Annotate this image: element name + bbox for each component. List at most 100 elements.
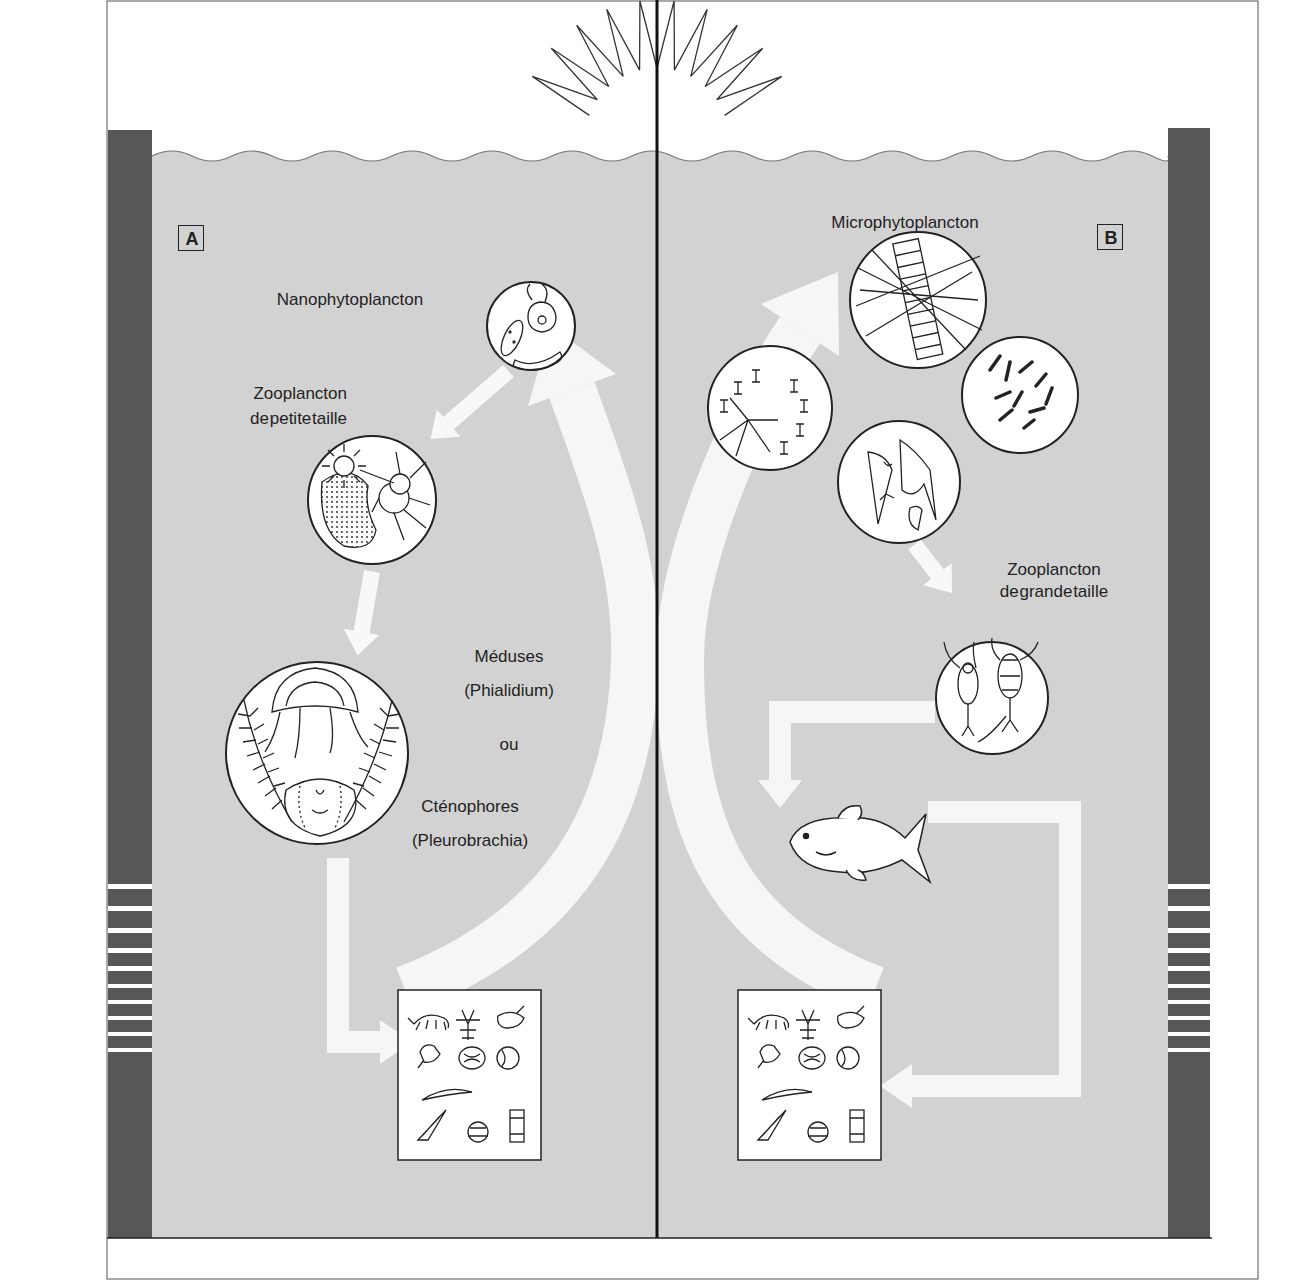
flow-arrow-head [758,780,802,808]
depth-bar [108,984,152,988]
large-zooplankton-drawing [944,638,1038,742]
food-chain-arrow [344,570,380,655]
recycling-arrow [680,330,875,990]
node-label: Zooplancton de grande taille [998,559,1110,603]
fish [846,870,866,880]
jellyfish-drawing [238,708,285,809]
depth-bar [1168,1016,1210,1020]
microphytoplankton-drawing [720,239,1052,530]
jellyfish-drawing [299,786,341,830]
water [152,151,1169,1238]
depth-bar [108,906,152,911]
small-zooplankton-drawing [321,444,430,547]
node-label: ou [453,734,565,756]
microphytoplankton-circle [708,346,832,470]
large-zooplankton-drawing [1000,660,1020,690]
depth-bar [108,1048,152,1052]
depth-bar [108,948,152,953]
panel-letter: A [179,226,205,252]
fish [790,814,930,882]
flow-arrow [338,858,382,1042]
microphytoplankton-circle [962,337,1078,453]
depth-bar [108,128,1210,1238]
microphytoplankton-drawing [856,250,982,350]
organism-circle: Zooplancton de grande taille [935,641,1049,755]
panel-letter: B [1098,225,1124,251]
recycling-arrow-head [761,272,839,356]
depth-bar [108,884,152,889]
circle-outline [487,282,575,370]
fish [838,806,862,820]
recycling-arrow [405,330,875,990]
microphytoplankton-drawing [900,440,936,520]
fish [816,852,836,855]
small-zooplankton-drawing [360,452,430,540]
circle-outline [225,661,409,845]
node-label: Nanophytoplancton [265,289,435,311]
depth-bar [108,884,1210,1052]
flow-arrow [780,712,935,782]
large-zooplankton-drawing [958,664,978,704]
jellyfish-drawing [244,700,292,822]
nanophytoplankton-drawing [538,316,546,324]
panel-divider [656,0,659,1238]
large-zooplankton-drawing [944,642,976,736]
jellyfish-drawing [285,779,356,836]
microphytoplankton-circle [708,232,1078,543]
depth-bar [1168,884,1210,889]
depth-bar [1168,966,1210,971]
small-zooplankton-drawing [322,444,366,488]
nanophytoplankton-drawing [509,331,511,333]
large-zooplankton-drawing [963,663,973,673]
depth-bar [1168,928,1210,933]
organism-circle: Méduses (Phialidium)ouCténophores (Pleur… [225,661,409,845]
microphytoplankton-drawing [868,452,892,524]
organism-circle: Zooplancton de petite taille [307,435,437,565]
microphytoplankton-drawing [990,356,1052,428]
circle-outline [936,642,1048,754]
panel-divider [107,0,1212,1238]
water [152,151,1169,1238]
circle-outline [935,641,1049,755]
water [152,151,1169,161]
microphytoplankton-circle [850,232,986,368]
nanophytoplankton-drawing [528,302,556,332]
fish [790,806,930,882]
depth-bar [108,1000,152,1004]
microphytoplankton-drawing [880,494,922,530]
panel-letter-box: A [178,225,204,251]
circle-outline [307,435,437,565]
panel-letter-box: B [1097,224,1123,250]
jellyfish-drawing [344,700,392,822]
jellyfish-drawing [238,668,400,836]
organism-circle: Nanophytoplancton [486,281,576,371]
large-zooplankton-drawing [998,654,1022,698]
recycling-arrow [405,390,635,990]
jellyfish-drawing [272,668,358,712]
depth-bar [108,1016,152,1020]
microphytoplankton-drawing [895,250,940,349]
depth-bar [1168,1048,1210,1052]
nanophytoplankton-drawing [513,341,515,343]
large-zooplankton-drawing [978,638,1038,742]
depth-bar [108,966,152,971]
microphytoplankton-circle [838,421,960,543]
depth-bar [1168,1032,1210,1036]
panel-divider [107,1237,1212,1239]
detritus-box [738,990,881,1160]
node-label: Zooplancton de petite taille [239,381,347,431]
depth-bar [108,1032,152,1036]
depth-bar [1168,128,1210,1238]
detritus-box [398,990,881,1160]
circle-outline [308,436,436,564]
jellyfish-drawing [353,708,400,809]
circle-outline [486,281,576,371]
small-zooplankton-drawing [334,456,354,476]
organism-group: Microphytoplancton [700,212,1090,548]
depth-bar [108,928,152,933]
frame [107,1,1258,1279]
depth-bar [108,130,152,1238]
